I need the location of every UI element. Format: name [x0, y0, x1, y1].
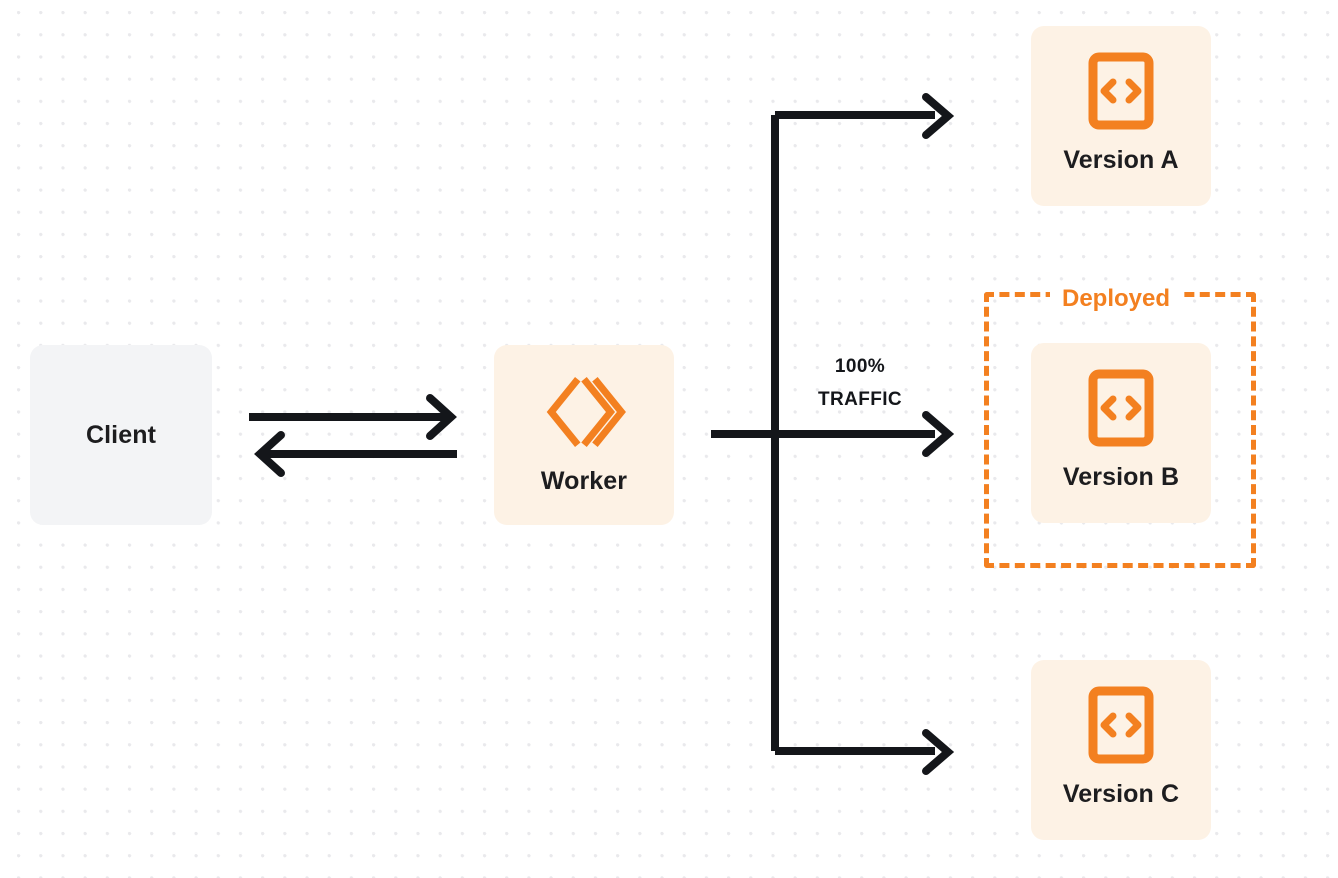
client-label: Client [85, 420, 157, 449]
node-worker[interactable]: Worker [494, 345, 674, 525]
version-a-label: Version A [1063, 146, 1179, 174]
node-version-b[interactable]: Version B [1031, 343, 1211, 523]
traffic-percent: 100% [834, 356, 886, 377]
node-client[interactable]: Client [30, 345, 212, 525]
worker-label: Worker [540, 467, 628, 495]
node-version-c[interactable]: Version C [1031, 660, 1211, 840]
code-brackets-document-icon [1088, 686, 1154, 764]
edge-worker-to-version-a [775, 93, 955, 139]
deployed-badge: Deployed [1050, 285, 1183, 313]
version-b-label: Version B [1062, 463, 1180, 491]
edge-worker-to-version-c [775, 729, 955, 775]
traffic-annotation: 100% TRAFFIC [790, 350, 930, 416]
edge-worker-to-version-b [711, 411, 955, 457]
traffic-caption: TRAFFIC [817, 389, 903, 410]
cloudflare-workers-logo-icon [545, 373, 626, 451]
node-version-a[interactable]: Version A [1031, 26, 1211, 206]
code-brackets-document-icon [1088, 52, 1154, 130]
edge-worker-to-client [254, 431, 457, 477]
version-c-label: Version C [1062, 780, 1180, 808]
code-brackets-document-icon [1088, 369, 1154, 447]
edge-client-to-worker [249, 394, 457, 440]
